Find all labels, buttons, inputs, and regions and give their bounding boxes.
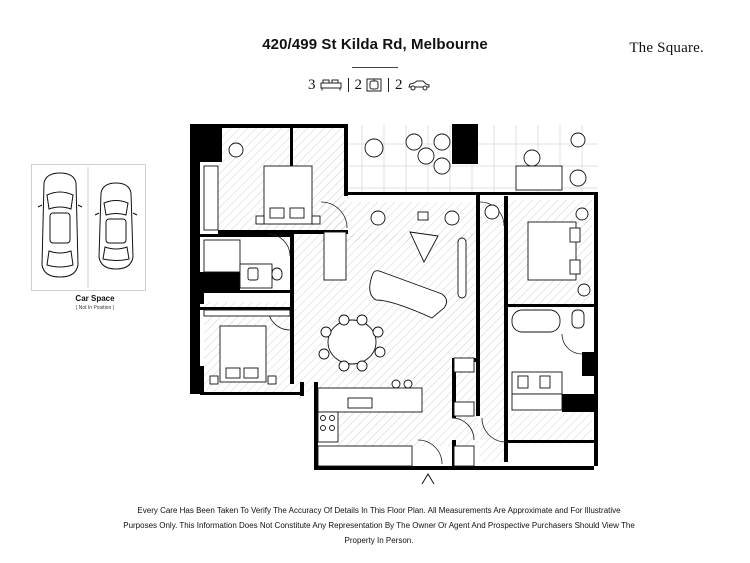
car-space-drawing (37, 167, 138, 288)
car-space-label: Car Space (75, 294, 115, 303)
living-area (369, 210, 467, 319)
bedroom-count-value: 3 (308, 76, 316, 93)
kitchen (317, 357, 475, 467)
bathroom-count-value: 2 (354, 76, 363, 93)
balcony-furniture (364, 132, 587, 191)
property-specs: 3 2 2 (308, 76, 431, 94)
bedroom-2 (203, 309, 291, 385)
walls (190, 124, 598, 470)
bathroom-1 (511, 309, 585, 411)
car-top-view-icon (94, 182, 138, 270)
floor-plan (186, 122, 606, 501)
car-top-view-icon (37, 172, 83, 278)
car-icon (407, 80, 429, 91)
bedroom-1 (203, 142, 321, 231)
floor-plan-drawing (190, 124, 598, 485)
dining-table (318, 314, 386, 372)
spec-separator (388, 78, 389, 92)
car-space-note: ( Not In Position ) (75, 305, 115, 311)
bathroom-count: 2 (355, 77, 383, 94)
property-address: 420/499 St Kilda Rd, Melbourne (262, 36, 488, 53)
car-space-count: 2 (395, 77, 431, 94)
brand-logo: The Square. (629, 40, 704, 56)
bath-icon (366, 78, 382, 92)
spec-separator (347, 78, 349, 92)
bathroom-2 (203, 231, 347, 289)
disclaimer-text: Every Care Has Been Taken To Verify The … (123, 506, 635, 546)
master-bedroom (484, 204, 591, 297)
bed-icon (320, 79, 341, 91)
car-space-diagram (31, 164, 146, 291)
car-space-count-value: 2 (395, 76, 403, 93)
header-divider (352, 67, 398, 68)
bedroom-count: 3 (308, 77, 342, 94)
entry-marker (421, 473, 435, 485)
